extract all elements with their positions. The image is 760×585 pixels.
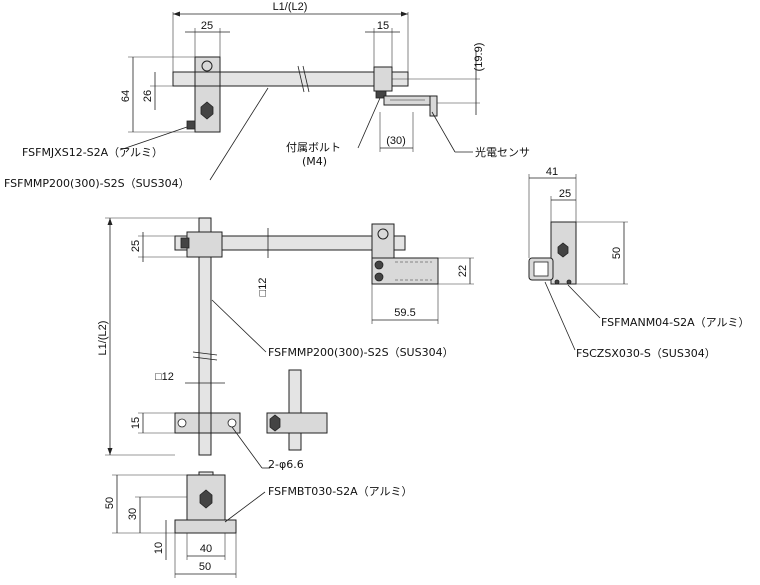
vertical-rod	[198, 217, 212, 456]
bolt-head	[375, 90, 387, 99]
sensor-bracket-top	[383, 95, 437, 106]
label-fsfmbt: FSFMBT030-S2A（アルミ）	[268, 485, 413, 498]
front-clamp-pin	[180, 237, 190, 249]
label-bolt: 付属ボルト	[286, 141, 341, 154]
dim-30-base: 30	[127, 508, 139, 520]
dim-l1-l2: L1/(L2)	[273, 1, 308, 13]
cross-clamp-rod-seat	[194, 71, 221, 87]
dim-25-top: 25	[201, 20, 213, 32]
dim-25-side: 25	[559, 188, 571, 200]
dim-59-5: 59.5	[394, 307, 415, 319]
label-fsfmmp-mid: FSFMMP200(300)-S2S（SUS304）	[268, 346, 454, 359]
arrow	[173, 11, 180, 17]
dim-26: 26	[142, 90, 154, 102]
top-assembly-view: L1/(L2) 25 15 (19.9) 64 26 (30) FSFMJXS1	[4, 1, 530, 190]
leader-line	[431, 111, 456, 153]
base-hex-nut-icon	[199, 489, 213, 509]
label-sensor: 光電センサ	[475, 145, 530, 159]
dim-25-front: 25	[130, 240, 142, 252]
leader-line	[209, 87, 269, 181]
dim-10-base: 10	[153, 542, 165, 554]
dim-50-base-w: 50	[199, 561, 211, 573]
front-assembly-view: 25 □12 22 59.5 L1/(L2) □12 15	[97, 217, 474, 471]
clamp-side-view	[266, 369, 328, 451]
dim-50-side: 50	[611, 247, 623, 259]
dim-12-vert: □12	[155, 371, 174, 383]
label-holes: 2-φ6.6	[268, 458, 304, 471]
dim-41: 41	[546, 166, 558, 178]
rod-break-mark	[302, 65, 310, 93]
front-end-screw-icon	[377, 228, 389, 240]
arrow	[107, 218, 113, 225]
front-sensor-bracket	[371, 257, 439, 285]
clamp-pin	[186, 120, 196, 130]
leader-line	[119, 126, 188, 151]
leader-line	[567, 284, 601, 319]
label-fsfmmp-top: FSFMMP200(300)-S2S（SUS304）	[4, 177, 190, 190]
dim-22: 22	[457, 265, 469, 277]
sensor-bracket-tip	[429, 95, 438, 117]
dim-50-base: 50	[104, 497, 116, 509]
sensor-screw-icon	[374, 260, 384, 270]
dim-15-clamp: 15	[130, 417, 142, 429]
side-screw-icon	[566, 279, 572, 285]
arrow	[401, 11, 408, 17]
leader-line	[231, 426, 263, 469]
end-clamp-block	[373, 66, 393, 92]
dim-l1-l2-vert: L1/(L2)	[97, 321, 109, 356]
dim-40-base: 40	[200, 543, 212, 555]
side-sensor-window	[533, 261, 549, 277]
leader-line	[357, 97, 381, 149]
mount-hole-icon	[177, 418, 187, 428]
bottom-clamp-rod-seat	[198, 412, 212, 434]
clamp-side-block	[266, 412, 328, 434]
front-horizontal-rod	[174, 235, 406, 251]
sensor-screw-icon	[374, 272, 384, 282]
dim-12-rod: □12	[257, 278, 269, 297]
dim-19-9: (19.9)	[473, 43, 485, 72]
dim-64: 64	[120, 90, 132, 102]
leader-line	[544, 281, 576, 351]
base-view: 50 30 10 40 50 FSFMBT030-S2A（アルミ）	[104, 471, 413, 578]
clamp-hex-nut-icon	[200, 101, 214, 120]
clamp-screw-icon	[201, 60, 213, 72]
clamp-side-rod	[288, 369, 302, 451]
rod-break-mark	[192, 351, 218, 356]
rod-break-mark	[297, 65, 305, 93]
side-screw-icon	[554, 279, 560, 285]
label-fsfmanm: FSFMANM04-S2A（アルミ）	[601, 316, 750, 329]
clamp-side-hex-icon	[269, 414, 281, 432]
rod-break-mark	[192, 356, 218, 361]
leader-line	[224, 491, 266, 523]
side-view: 41 25 50 FSFMANM04-S2A（アルミ） FSCZSX030-S（…	[528, 166, 750, 360]
side-hex-nut-icon	[557, 242, 569, 258]
label-fsfmjxs: FSFMJXS12-S2A（アルミ）	[22, 146, 163, 159]
mount-hole-icon	[227, 418, 237, 428]
label-fscz: FSCZSX030-S（SUS304）	[576, 347, 716, 360]
label-m4: (M4)	[302, 155, 327, 168]
front-cross-clamp	[186, 231, 223, 258]
base-plate	[174, 519, 237, 534]
arrow	[107, 448, 113, 455]
dim-30-bolt: (30)	[386, 135, 406, 147]
leader-line	[211, 299, 267, 353]
dim-15-top: 15	[377, 20, 389, 32]
